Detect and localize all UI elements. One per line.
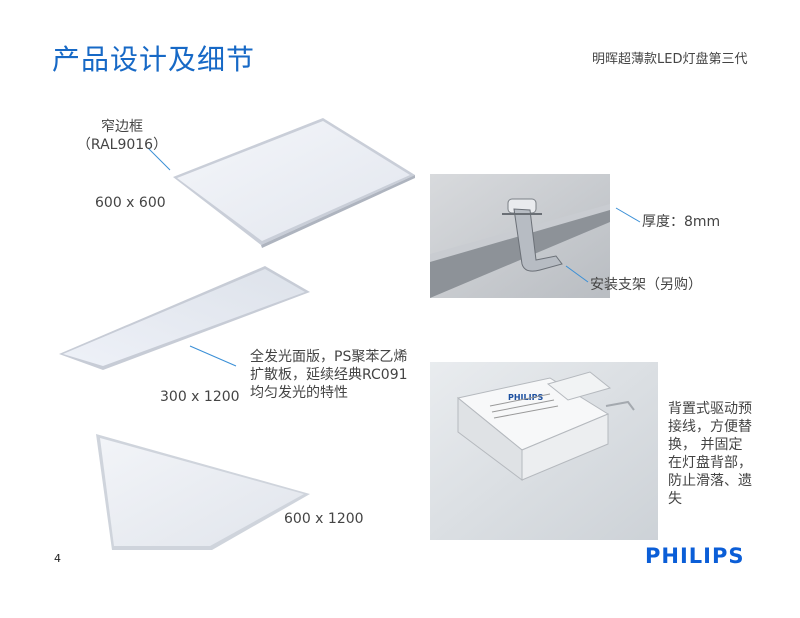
bracket-label: 安装支架（另购） (590, 277, 702, 293)
page-title: 产品设计及细节 (52, 43, 256, 76)
driver-line-3: 换， 并固定 (668, 437, 743, 453)
frame-name: 窄边框 (101, 119, 143, 135)
diffuser-line-2: 扩散板，延续经典RC091 (250, 367, 408, 383)
page-number: 4 (54, 552, 61, 565)
driver-photo: PHILIPS (430, 362, 658, 540)
driver-line-2: 接线，方便替 (668, 419, 752, 435)
size-600x600-label: 600 x 600 (95, 195, 166, 211)
frame-label: 窄边框 （RAL9016） (72, 118, 172, 154)
svg-text:PHILIPS: PHILIPS (508, 393, 543, 402)
panel-600x600-image (173, 118, 415, 248)
driver-line-4: 在灯盘背部， (668, 455, 752, 471)
diffuser-line-1: 全发光面版，PS聚苯乙烯 (250, 349, 408, 365)
driver-line-1: 背置式驱动预 (668, 401, 752, 417)
panel-300x1200-image (59, 266, 310, 370)
bracket-photo (430, 174, 610, 298)
driver-line-6: 失 (668, 491, 682, 507)
philips-logo: PHILIPS (645, 544, 745, 568)
page-subtitle: 明晖超薄款LED灯盘第三代 (592, 52, 748, 67)
driver-line-5: 防止滑落、遗 (668, 473, 752, 489)
driver-description: 背置式驱动预 接线，方便替 换， 并固定 在灯盘背部， 防止滑落、遗 失 (668, 400, 778, 508)
size-600x1200-label: 600 x 1200 (284, 511, 364, 527)
diffuser-line-3: 均匀发光的特性 (250, 385, 348, 401)
thickness-label: 厚度：8mm (642, 214, 721, 230)
diffuser-description: 全发光面版，PS聚苯乙烯 扩散板，延续经典RC091 均匀发光的特性 (250, 348, 430, 402)
panel-600x1200-image (96, 434, 310, 550)
size-300x1200-label: 300 x 1200 (160, 389, 240, 405)
frame-color: （RAL9016） (76, 137, 168, 153)
